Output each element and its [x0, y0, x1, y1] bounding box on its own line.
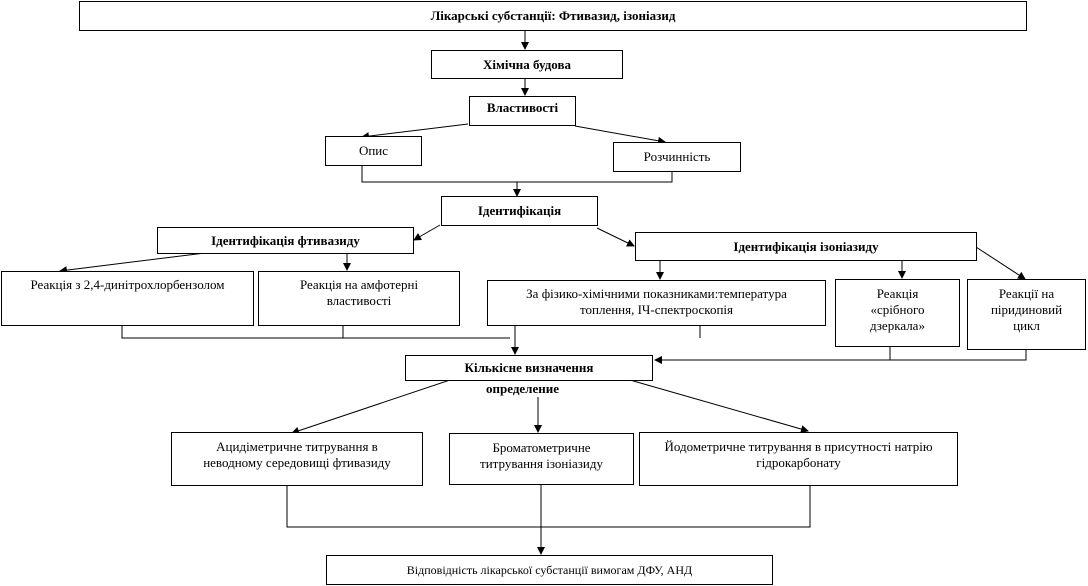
reaction-amphoteric-box: Реакція на амфотерні властивості — [258, 271, 460, 326]
reaction-dnchb-box: Реакція з 2,4-динітрохлорбензолом — [1, 271, 254, 326]
description-text: Опис — [358, 143, 389, 158]
quantitative-text: Кількісне визначення — [464, 360, 594, 375]
line-methods-merge — [286, 486, 811, 528]
quantitative-note: определение — [486, 381, 559, 397]
reaction-dnchb-text: Реакція з 2,4-динітрохлорбензолом — [30, 277, 225, 292]
arrow-ftivazid-dnchb — [59, 252, 206, 275]
bromatometric-box: Броматометричне титрування ізоніазиду — [449, 433, 634, 485]
structure-box: Хімічна будова — [431, 50, 623, 79]
title-text: Лікарські субстанції: Фтивазид, ізоніази… — [430, 8, 676, 23]
arrow-identification-isoniazid — [596, 227, 635, 247]
iodometric-text: Йодометричне титрування в присутності на… — [664, 439, 933, 470]
structure-text: Хімічна будова — [483, 56, 571, 72]
iodometric-box: Йодометричне титрування в присутності на… — [639, 432, 958, 486]
properties-text: Властивості — [486, 100, 559, 115]
description-box: Опис — [325, 136, 422, 166]
physchem-box: За фізико-хімічними показниками:температ… — [487, 280, 826, 326]
line-pyridine-to-quantitative — [654, 350, 1027, 364]
ident-isoniazid-text: Ідентифікація ізоніазиду — [733, 238, 879, 254]
ident-ftivazid-text: Ідентифікація фтивазиду — [211, 232, 360, 248]
physchem-text: За фізико-хімічними показниками:температ… — [526, 286, 787, 317]
ident-isoniazid-box: Ідентифікація ізоніазиду — [635, 232, 977, 261]
arrow-properties-solubility — [574, 125, 666, 145]
acidimetric-box: Ацидіметричне титрування в неводному сер… — [171, 432, 423, 486]
pyridine-cycle-box: Реакції на піридиновий цикл — [967, 279, 1086, 350]
arrow-properties-description — [361, 123, 469, 141]
pyridine-cycle-text: Реакції на піридиновий цикл — [990, 286, 1063, 333]
arrow-isoniazid-pyridine — [975, 246, 1026, 280]
silver-mirror-text: Реакція «срібного дзеркала» — [870, 286, 925, 333]
arrow-identification-ftivazid — [413, 224, 441, 241]
identification-box: Ідентифікація — [441, 196, 598, 226]
silver-mirror-box: Реакція «срібного дзеркала» — [835, 279, 960, 347]
compliance-box: Відповідність лікарської субстанції вимо… — [326, 555, 773, 585]
identification-text: Ідентифікація — [477, 203, 562, 218]
solubility-text: Розчинність — [643, 149, 711, 164]
quantitative-box: Кількісне визначення — [405, 355, 653, 381]
reaction-amphoteric-text: Реакція на амфотерні властивості — [299, 277, 419, 308]
properties-box: Властивості — [469, 96, 576, 126]
line-ftivazid-reactions-merge — [121, 325, 510, 339]
arrow-quantitative-iodometric — [629, 379, 809, 433]
solubility-box: Розчинність — [613, 142, 741, 172]
arrow-quantitative-acidimetric — [291, 379, 451, 435]
acidimetric-text: Ацидіметричне титрування в неводному сер… — [203, 439, 391, 470]
ident-ftivazid-box: Ідентифікація фтивазиду — [157, 227, 414, 254]
compliance-text: Відповідність лікарської субстанції вимо… — [406, 563, 693, 577]
bromatometric-text: Броматометричне титрування ізоніазиду — [480, 440, 603, 471]
title-box: Лікарські субстанції: Фтивазид, ізоніази… — [79, 1, 1027, 31]
